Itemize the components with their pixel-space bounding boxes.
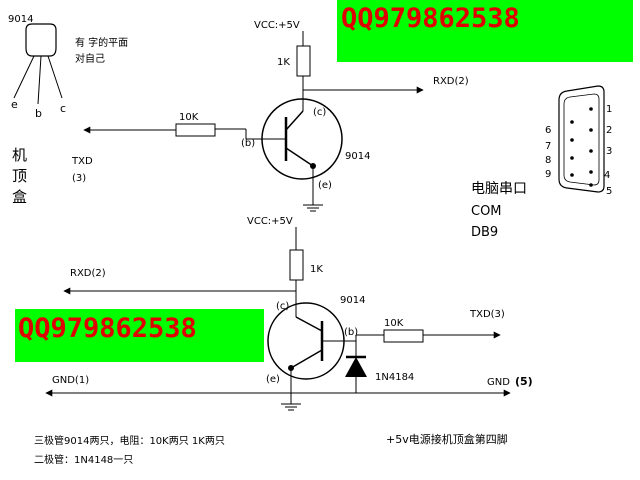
stb-label-3: 盒 xyxy=(12,188,27,206)
diode-triangle xyxy=(345,357,367,377)
db9-pin-4: 4 xyxy=(604,170,610,181)
db9-shell-inner xyxy=(563,93,600,186)
db9-pin-6: 6 xyxy=(545,125,551,136)
top-pin-b: (b) xyxy=(241,138,255,149)
notes-power: +5v电源接机顶盒第四脚 xyxy=(386,432,508,446)
db9-pin-dot xyxy=(589,149,593,153)
db9-pin-9: 9 xyxy=(545,169,551,180)
db9-pin-dot xyxy=(570,138,574,142)
db9-pin-dot xyxy=(589,128,593,132)
pin-c-label: c xyxy=(60,102,66,115)
bottom-vcc-label: VCC:+5V xyxy=(247,216,293,227)
db9-label-2: COM xyxy=(471,204,502,219)
bottom-resistor-1k xyxy=(289,249,304,281)
top-transistor-collector xyxy=(285,110,304,131)
notes-line1: 三极管9014两只，电阻：10K两只 1K两只 xyxy=(34,434,225,447)
db9-label-3: DB9 xyxy=(471,225,498,240)
top-resistor-10k-label: 10K xyxy=(179,112,199,123)
top-vcc-label: VCC:+5V xyxy=(254,20,300,31)
bottom-pin-e: (e) xyxy=(266,374,280,385)
db9-pin-dot xyxy=(570,120,574,124)
top-rxd-label: RXD(2) xyxy=(433,76,469,87)
db9-label-1: 电脑串口 xyxy=(471,181,527,197)
transistor-package xyxy=(25,23,57,57)
bottom-pin-c: (c) xyxy=(276,301,289,312)
watermark-bottom: QQ979862538 xyxy=(18,313,197,344)
db9-pin-dot xyxy=(570,173,574,177)
db9-pin-7: 7 xyxy=(545,141,551,152)
bottom-resistor-10k xyxy=(383,329,424,343)
db9-pin-5: 5 xyxy=(606,186,612,197)
top-transistor-emitter xyxy=(285,147,314,167)
diode-label: 1N4184 xyxy=(375,372,414,383)
bottom-transistor-collector xyxy=(295,316,323,332)
db9-pin-3: 3 xyxy=(606,146,612,157)
part-name: 9014 xyxy=(8,14,33,25)
stb-label-1: 机 xyxy=(12,146,27,164)
db9-pin-dot xyxy=(589,107,593,111)
pin-e-lead xyxy=(13,55,35,99)
gnd-left-label: GND(1) xyxy=(52,375,89,386)
top-resistor-1k xyxy=(296,45,311,77)
top-txd-pin: (3) xyxy=(72,173,86,184)
pin-c-lead xyxy=(47,55,63,99)
notes-line2: 二极管：1N4148一只 xyxy=(34,453,133,466)
pin-b-label: b xyxy=(35,107,42,120)
top-pin-e: (e) xyxy=(318,180,332,191)
top-resistor-10k xyxy=(175,123,216,137)
top-resistor-1k-label: 1K xyxy=(277,57,290,68)
watermark-box-bottom xyxy=(15,309,264,362)
gnd-right-label: GND xyxy=(487,377,510,388)
stb-label-2: 顶 xyxy=(12,167,27,185)
db9-pin-dot xyxy=(589,170,593,174)
bottom-pin-b: (b) xyxy=(344,327,358,338)
top-pin-c: (c) xyxy=(313,107,326,118)
db9-connector xyxy=(558,85,605,193)
top-txd-label: TXD xyxy=(71,156,93,167)
pin-e-label: e xyxy=(11,98,18,111)
part-note-line1: 有 字的平面 xyxy=(75,36,128,49)
db9-pin-8: 8 xyxy=(545,155,551,166)
part-note-line2: 对自己 xyxy=(75,52,105,65)
bottom-txd-label: TXD(3) xyxy=(469,309,505,320)
db9-pin-dot xyxy=(570,156,574,160)
watermark-box-top xyxy=(337,0,633,62)
gnd-right-pin: (5) xyxy=(515,375,533,388)
bottom-resistor-10k-label: 10K xyxy=(384,318,404,329)
bottom-transistor-label: 9014 xyxy=(340,295,365,306)
db9-pin-dot xyxy=(589,183,593,187)
db9-pin-2: 2 xyxy=(606,125,612,136)
bottom-transistor-emitter xyxy=(290,349,323,369)
top-transistor-label: 9014 xyxy=(345,151,370,162)
pin-b-lead xyxy=(37,55,42,105)
bottom-resistor-1k-label: 1K xyxy=(310,264,323,275)
db9-pin-1: 1 xyxy=(606,104,612,115)
watermark-top: QQ979862538 xyxy=(341,3,520,34)
bottom-rxd-label: RXD(2) xyxy=(70,268,106,279)
